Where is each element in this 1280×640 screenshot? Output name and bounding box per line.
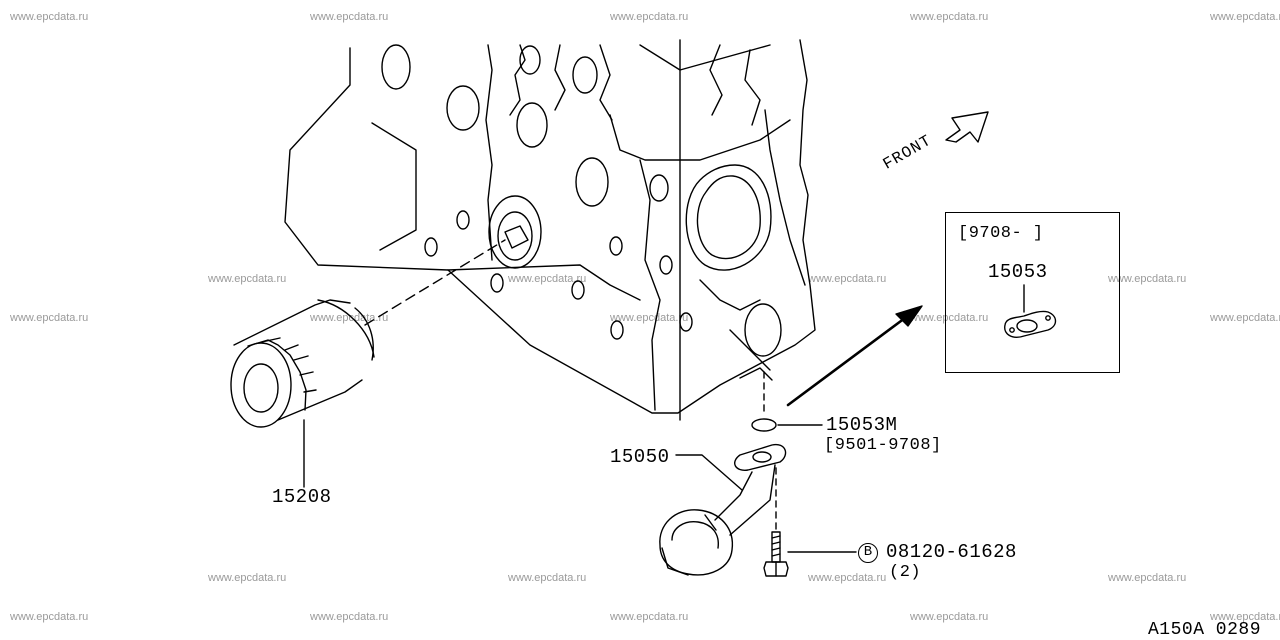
- gasket-15053: [1004, 310, 1057, 338]
- engine-block: [284, 39, 816, 421]
- watermark: www.epcdata.ru: [10, 611, 89, 623]
- part-number-15208: 15208: [272, 486, 332, 508]
- watermark: www.epcdata.ru: [1108, 273, 1187, 285]
- watermark: www.epcdata.ru: [208, 572, 287, 584]
- watermark: www.epcdata.ru: [208, 273, 287, 285]
- watermark: www.epcdata.ru: [910, 11, 989, 23]
- oil-filter-15208: [230, 299, 375, 428]
- part-number-15050: 15050: [610, 446, 670, 468]
- bolt-quantity: (2): [889, 563, 922, 582]
- part-number-bolt: 08120-61628: [886, 541, 1017, 563]
- watermark: www.epcdata.ru: [808, 572, 887, 584]
- watermark: www.epcdata.ru: [610, 11, 689, 23]
- watermark: www.epcdata.ru: [508, 273, 587, 285]
- inset-pointer-arrowhead: [895, 305, 923, 327]
- watermark: www.epcdata.ru: [610, 312, 689, 324]
- inset-pointer-arrow: [786, 316, 907, 407]
- leader-15050: [675, 454, 743, 491]
- watermark: www.epcdata.ru: [1210, 312, 1280, 324]
- watermark: www.epcdata.ru: [910, 611, 989, 623]
- date-range-15053m: [9501-9708]: [824, 436, 942, 455]
- front-arrow-icon: [945, 111, 989, 143]
- watermark: www.epcdata.ru: [508, 572, 587, 584]
- watermark: www.epcdata.ru: [310, 11, 389, 23]
- bolt-08120-61628: [763, 531, 789, 577]
- o-ring-15053m: [751, 418, 777, 432]
- catalog-code: A150A 0289: [1148, 620, 1262, 640]
- inset-date-range: [9708- ]: [958, 224, 1044, 243]
- watermark: www.epcdata.ru: [808, 273, 887, 285]
- watermark: www.epcdata.ru: [10, 312, 89, 324]
- watermark: www.epcdata.ru: [910, 312, 989, 324]
- bolt-prefix-symbol: B: [858, 543, 878, 563]
- watermark: www.epcdata.ru: [1108, 572, 1187, 584]
- watermark: www.epcdata.ru: [1210, 611, 1280, 623]
- watermark: www.epcdata.ru: [610, 611, 689, 623]
- watermark: www.epcdata.ru: [310, 611, 389, 623]
- oil-strainer-15050: [659, 443, 787, 576]
- watermark: www.epcdata.ru: [10, 11, 89, 23]
- inset-frame: [945, 212, 1120, 373]
- part-number-15053: 15053: [988, 261, 1048, 283]
- filter-guide-dashed: [364, 239, 506, 326]
- watermark: www.epcdata.ru: [310, 312, 389, 324]
- watermark: www.epcdata.ru: [1210, 11, 1280, 23]
- part-number-15053m: 15053M: [826, 414, 898, 436]
